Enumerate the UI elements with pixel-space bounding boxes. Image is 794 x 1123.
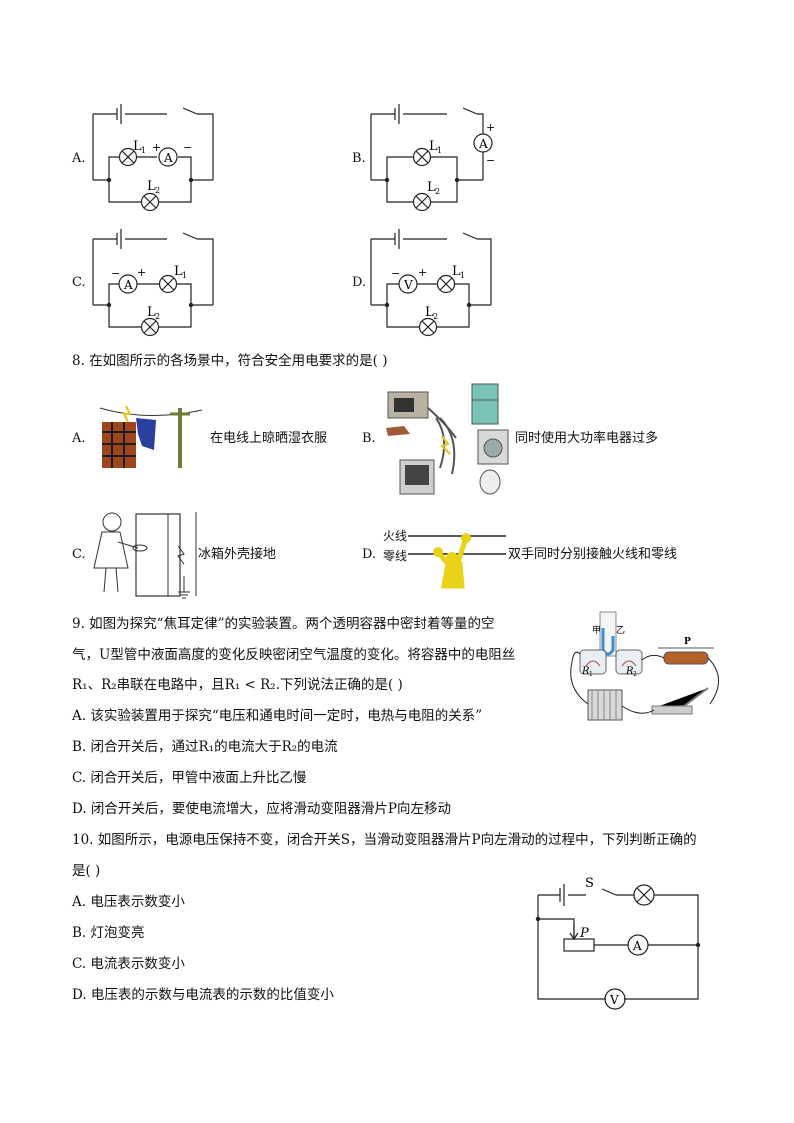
svg-text:1: 1 (182, 271, 187, 280)
svg-text:−: − (183, 141, 192, 154)
q9-option-c: C. 闭合开关后，甲管中液面上升比乙慢 (72, 770, 307, 786)
svg-text:L: L (133, 139, 142, 154)
svg-text:−: − (111, 267, 120, 280)
q10-stem-line1: 10. 如图所示，电源电压保持不变，闭合开关S，当滑动变阻器滑片P向左滑动的过程… (72, 832, 697, 848)
q8-option-d-letter: D. (362, 547, 377, 562)
svg-text:2: 2 (435, 187, 440, 196)
svg-text:−: − (391, 267, 400, 280)
svg-text:A: A (123, 278, 133, 292)
svg-text:乙: 乙 (616, 625, 625, 636)
q10-stem-line2: 是( ) (72, 863, 101, 879)
q9-stem-line1: 9. 如图为探究“焦耳定律”的实验装置。两个透明容器中密封着等量的空 (72, 616, 495, 632)
svg-text:A: A (478, 137, 488, 151)
svg-text:L: L (174, 264, 183, 279)
svg-text:2: 2 (155, 186, 160, 195)
svg-text:R: R (625, 666, 634, 677)
svg-text:−: − (486, 154, 495, 167)
svg-text:+: + (137, 266, 146, 279)
q7-option-b-letter: B. (352, 151, 366, 166)
q9-option-b: B. 闭合开关后，通过R₁的电流大于R₂的电流 (72, 739, 338, 755)
q8-option-d-image (408, 533, 506, 589)
q7-option-c-letter: C. (72, 275, 86, 290)
svg-text:L: L (425, 305, 434, 320)
svg-text:L: L (147, 305, 156, 320)
svg-text:2: 2 (633, 671, 637, 678)
q10-option-a: A. 电压表示数变小 (72, 894, 185, 910)
q8-option-a-image (99, 405, 203, 468)
svg-text:P: P (579, 926, 589, 941)
neutral-wire-label: 零线 (383, 549, 408, 563)
q8-option-d-caption: 双手同时分别接触火线和零线 (508, 547, 678, 562)
q10-option-b: B. 灯泡变亮 (72, 925, 145, 941)
svg-text:+: + (486, 121, 495, 134)
q8-stem: 8. 在如图所示的各场景中，符合安全用电要求的是( ) (72, 353, 388, 369)
svg-text:S: S (585, 876, 594, 891)
q8-option-b-letter: B. (362, 431, 376, 446)
q7-option-a-letter: A. (72, 151, 86, 166)
q9-stem-line2: 气，U型管中液面高度的变化反映密闭空气温度的变化。将容器中的电阻丝 (72, 647, 516, 663)
q8-option-a-caption: 在电线上晾晒湿衣服 (210, 431, 328, 446)
q10-option-d: D. 电压表的示数与电流表的示数的比值变小 (72, 987, 334, 1003)
q8-option-a-letter: A. (72, 431, 86, 446)
q9-option-d: D. 闭合开关后，要使电流增大，应将滑动变阻器滑片P向左移动 (72, 801, 452, 817)
svg-text:V: V (403, 278, 413, 292)
svg-text:A: A (632, 939, 642, 953)
q10-circuit-figure: S P A V (535, 876, 701, 1010)
svg-text:L: L (427, 180, 436, 195)
svg-text:2: 2 (433, 312, 438, 321)
svg-text:V: V (609, 993, 619, 1007)
q8-option-c-caption: 冰箱外壳接地 (198, 547, 277, 562)
svg-text:+: + (152, 141, 161, 154)
svg-text:L: L (429, 139, 438, 154)
q8-option-b-caption: 同时使用大功率电器过多 (515, 431, 659, 446)
svg-text:P: P (684, 637, 691, 647)
svg-text:1: 1 (437, 146, 442, 155)
svg-text:+: + (418, 266, 427, 279)
svg-text:L: L (452, 264, 461, 279)
svg-text:1: 1 (141, 146, 146, 155)
q9-option-a: A. 该实验装置用于探究“电压和通电时间一定时，电热与电阻的关系” (72, 708, 483, 724)
svg-text:2: 2 (155, 312, 160, 321)
ammeter-label: A (163, 151, 173, 165)
q9-stem-line3: R₁、R₂串联在电路中，且R₁ < R₂.下列说法正确的是( ) (72, 677, 403, 693)
q8-option-b-image (386, 383, 509, 495)
q8-option-c-image (93, 512, 197, 599)
svg-text:1: 1 (460, 271, 465, 280)
svg-text:L: L (147, 179, 156, 194)
svg-text:甲: 甲 (592, 625, 601, 636)
q10-option-c: C. 电流表示数变小 (72, 956, 185, 972)
svg-text:1: 1 (589, 671, 593, 678)
live-wire-label: 火线 (383, 529, 408, 543)
svg-text:R: R (581, 666, 590, 677)
q8-option-c-letter: C. (72, 547, 86, 562)
q7-option-d-letter: D. (352, 275, 367, 290)
